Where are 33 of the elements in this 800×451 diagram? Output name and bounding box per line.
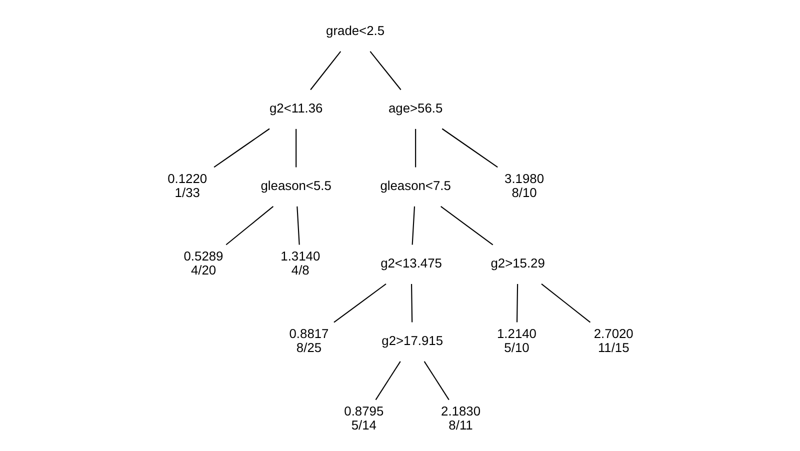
node-text: 2.7020 11/15 — [593, 326, 633, 356]
node-text: g2<13.475 — [380, 256, 442, 271]
node-text: 2.1830 8/11 — [440, 404, 480, 433]
node-text: 0.8817 8/25 — [288, 326, 328, 356]
node-text: gleason<7.5 — [380, 178, 450, 194]
node-text: 0.8795 5/14 — [344, 404, 384, 433]
connector — [225, 206, 274, 246]
connector — [295, 128, 296, 168]
connector — [410, 284, 412, 322]
connector — [310, 51, 341, 90]
connector — [213, 128, 270, 168]
node-text: 1.3140 4/8 — [280, 248, 320, 278]
connector — [540, 284, 590, 323]
node-text: 0.1220 1/33 — [167, 171, 207, 200]
node-text: g2>15.29 — [490, 256, 544, 271]
connector — [333, 284, 386, 323]
node-text: g2>17.915 — [381, 333, 443, 348]
connector — [440, 206, 493, 246]
connector — [423, 361, 449, 400]
connector — [369, 51, 401, 90]
connector — [414, 128, 416, 168]
node-text: 3.1980 8/10 — [504, 171, 544, 200]
node-text: g2<11.36 — [268, 100, 322, 116]
node-text: 1.2140 5/10 — [496, 326, 536, 356]
connector — [411, 206, 415, 245]
node-text: grade<2.5 — [326, 23, 384, 38]
node-text: gleason<5.5 — [260, 178, 331, 194]
connector — [516, 284, 518, 322]
connector — [441, 128, 498, 168]
node-text: 0.5289 4/20 — [183, 248, 223, 278]
connector — [374, 361, 400, 400]
node-text: age>56.5 — [388, 100, 442, 116]
connector — [296, 206, 300, 245]
